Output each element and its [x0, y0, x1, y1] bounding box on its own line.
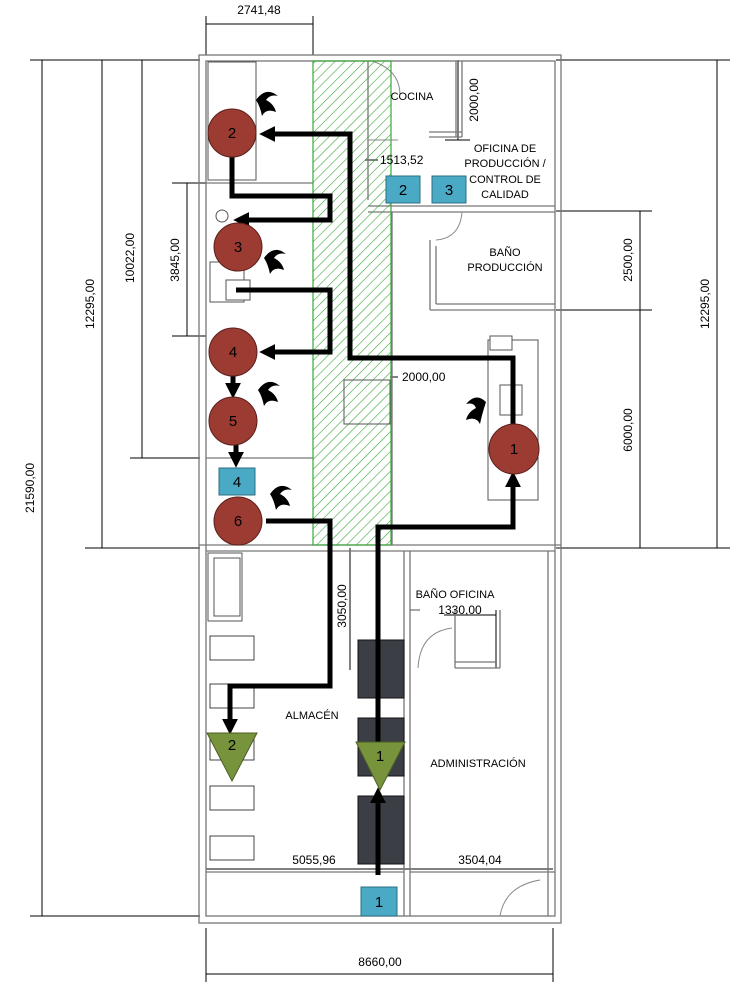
operation-4: 4	[208, 327, 258, 377]
room-administracion: ADMINISTRACIÓN	[430, 757, 525, 770]
dim-bano-oficina-width: 1330,00	[438, 603, 482, 617]
dimension-labels: 2741,48 8660,00 21590,00 12295,00 10022,…	[23, 3, 712, 969]
room-oficina-line2: PRODUCCIÓN /	[464, 157, 546, 170]
operation-2-label: 2	[228, 125, 236, 142]
operation-2: 2	[207, 108, 257, 158]
storage-markers: 2 1	[206, 732, 406, 792]
inspection-1-label: 1	[375, 894, 383, 911]
dim-right-height: 12295,00	[698, 279, 712, 329]
room-oficina-line3: CONTROL DE	[469, 174, 541, 186]
storage-2-label: 2	[228, 737, 236, 754]
operation-5: 5	[208, 396, 258, 446]
dim-bano-height: 2500,00	[621, 238, 635, 282]
operation-4-label: 4	[229, 344, 237, 361]
inspection-3: 3	[431, 175, 467, 204]
dim-left-height: 12295,00	[83, 279, 97, 329]
room-bano-produccion-line2: PRODUCCIÓN	[467, 261, 542, 274]
inspection-2-label: 2	[399, 182, 407, 199]
inspection-4: 4	[218, 467, 256, 496]
operation-6: 6	[213, 496, 263, 546]
room-cocina: COCINA	[391, 91, 434, 103]
operation-6-label: 6	[234, 513, 242, 530]
dim-inner-height: 10022,00	[123, 233, 137, 283]
dim-mid-width: 2000,00	[402, 370, 446, 384]
dim-cocina-height: 2000,00	[467, 78, 481, 122]
inspection-2: 2	[385, 175, 421, 204]
dim-almacen-width: 5055,96	[292, 853, 336, 867]
room-almacen: ALMACÉN	[285, 709, 338, 722]
operation-3: 3	[213, 222, 263, 272]
storage-1-label: 1	[376, 748, 384, 765]
operation-5-label: 5	[229, 413, 237, 430]
dim-admin-width: 3504,04	[458, 853, 502, 867]
dimension-lines	[30, 16, 730, 982]
dim-inner-small: 3845,00	[168, 238, 182, 282]
flow-arrows	[221, 125, 522, 875]
operation-1-label: 1	[510, 441, 518, 458]
machine-wheel	[215, 209, 229, 223]
inspection-3-label: 3	[445, 182, 453, 199]
dim-almacen-depth: 3050,00	[335, 584, 349, 628]
storage-1: 1	[355, 741, 406, 792]
dim-right-lower: 6000,00	[621, 408, 635, 452]
inspection-markers: 2 3 4 1	[218, 175, 467, 917]
dim-total-height: 21590,00	[23, 463, 37, 513]
room-bano-oficina: BAÑO OFICINA	[416, 588, 496, 601]
operation-3-label: 3	[234, 239, 242, 256]
room-labels: COCINA OFICINA DE PRODUCCIÓN / CONTROL D…	[285, 91, 546, 770]
room-oficina-line4: CALIDAD	[481, 189, 529, 201]
dim-top-width: 2741,48	[237, 3, 281, 17]
room-bano-produccion-line1: BAÑO	[489, 246, 521, 259]
dim-aisle-width: 1513,52	[380, 153, 424, 167]
storage-2: 2	[206, 732, 258, 783]
inspection-1: 1	[360, 886, 398, 917]
inspection-4-label: 4	[233, 474, 241, 491]
dim-bottom-width: 8660,00	[358, 955, 402, 969]
operation-1: 1	[488, 423, 540, 475]
rotation-symbols	[256, 91, 486, 510]
operation-markers: 2 3 4 5 6 1	[207, 108, 540, 546]
room-oficina-line1: OFICINA DE	[474, 143, 536, 155]
